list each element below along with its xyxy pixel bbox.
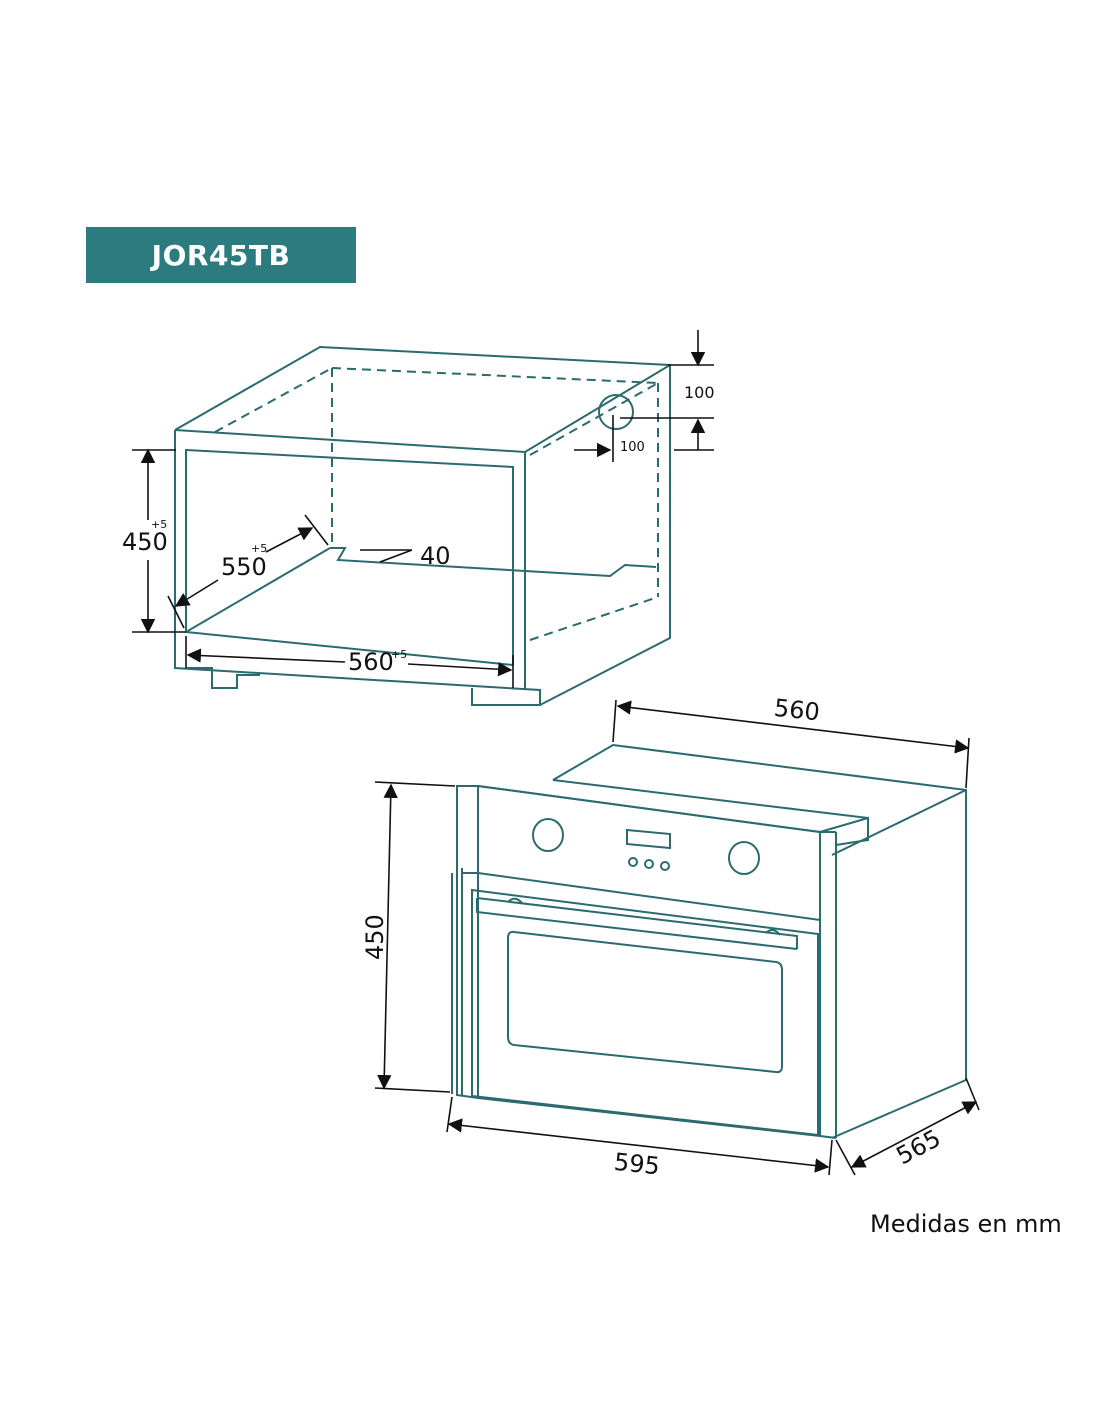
oven-side-depth-label: 565: [892, 1124, 946, 1170]
oven-width-label: 595: [613, 1148, 661, 1181]
oven-dimension-labels: 560 450 595 565: [361, 694, 945, 1181]
niche-drawing: [174, 345, 671, 706]
oven-height-label: 450: [361, 914, 389, 960]
model-badge: JOR45TB: [86, 227, 356, 283]
niche-width-label: 560: [348, 648, 394, 676]
niche-height-tol: +5: [151, 518, 167, 531]
niche-dimension-labels: 450 +5 550 +5 560 +5 40 100 100: [122, 383, 715, 676]
oven-drawing: [451, 743, 967, 1139]
model-label: JOR45TB: [151, 238, 291, 272]
niche-gap-label: 40: [420, 542, 451, 570]
niche-dimension-lines: [132, 330, 714, 688]
units-note: Medidas en mm: [870, 1210, 1062, 1238]
niche-height-label: 450: [122, 528, 168, 556]
vent-side-label: 100: [620, 440, 645, 455]
niche-depth-tol: +5: [251, 542, 267, 555]
niche-depth-label: 550: [221, 553, 267, 581]
oven-depth-label: 560: [773, 694, 821, 727]
vent-top-label: 100: [684, 383, 715, 402]
niche-width-tol: +5: [391, 648, 407, 661]
oven-dimension-lines: [374, 699, 980, 1176]
